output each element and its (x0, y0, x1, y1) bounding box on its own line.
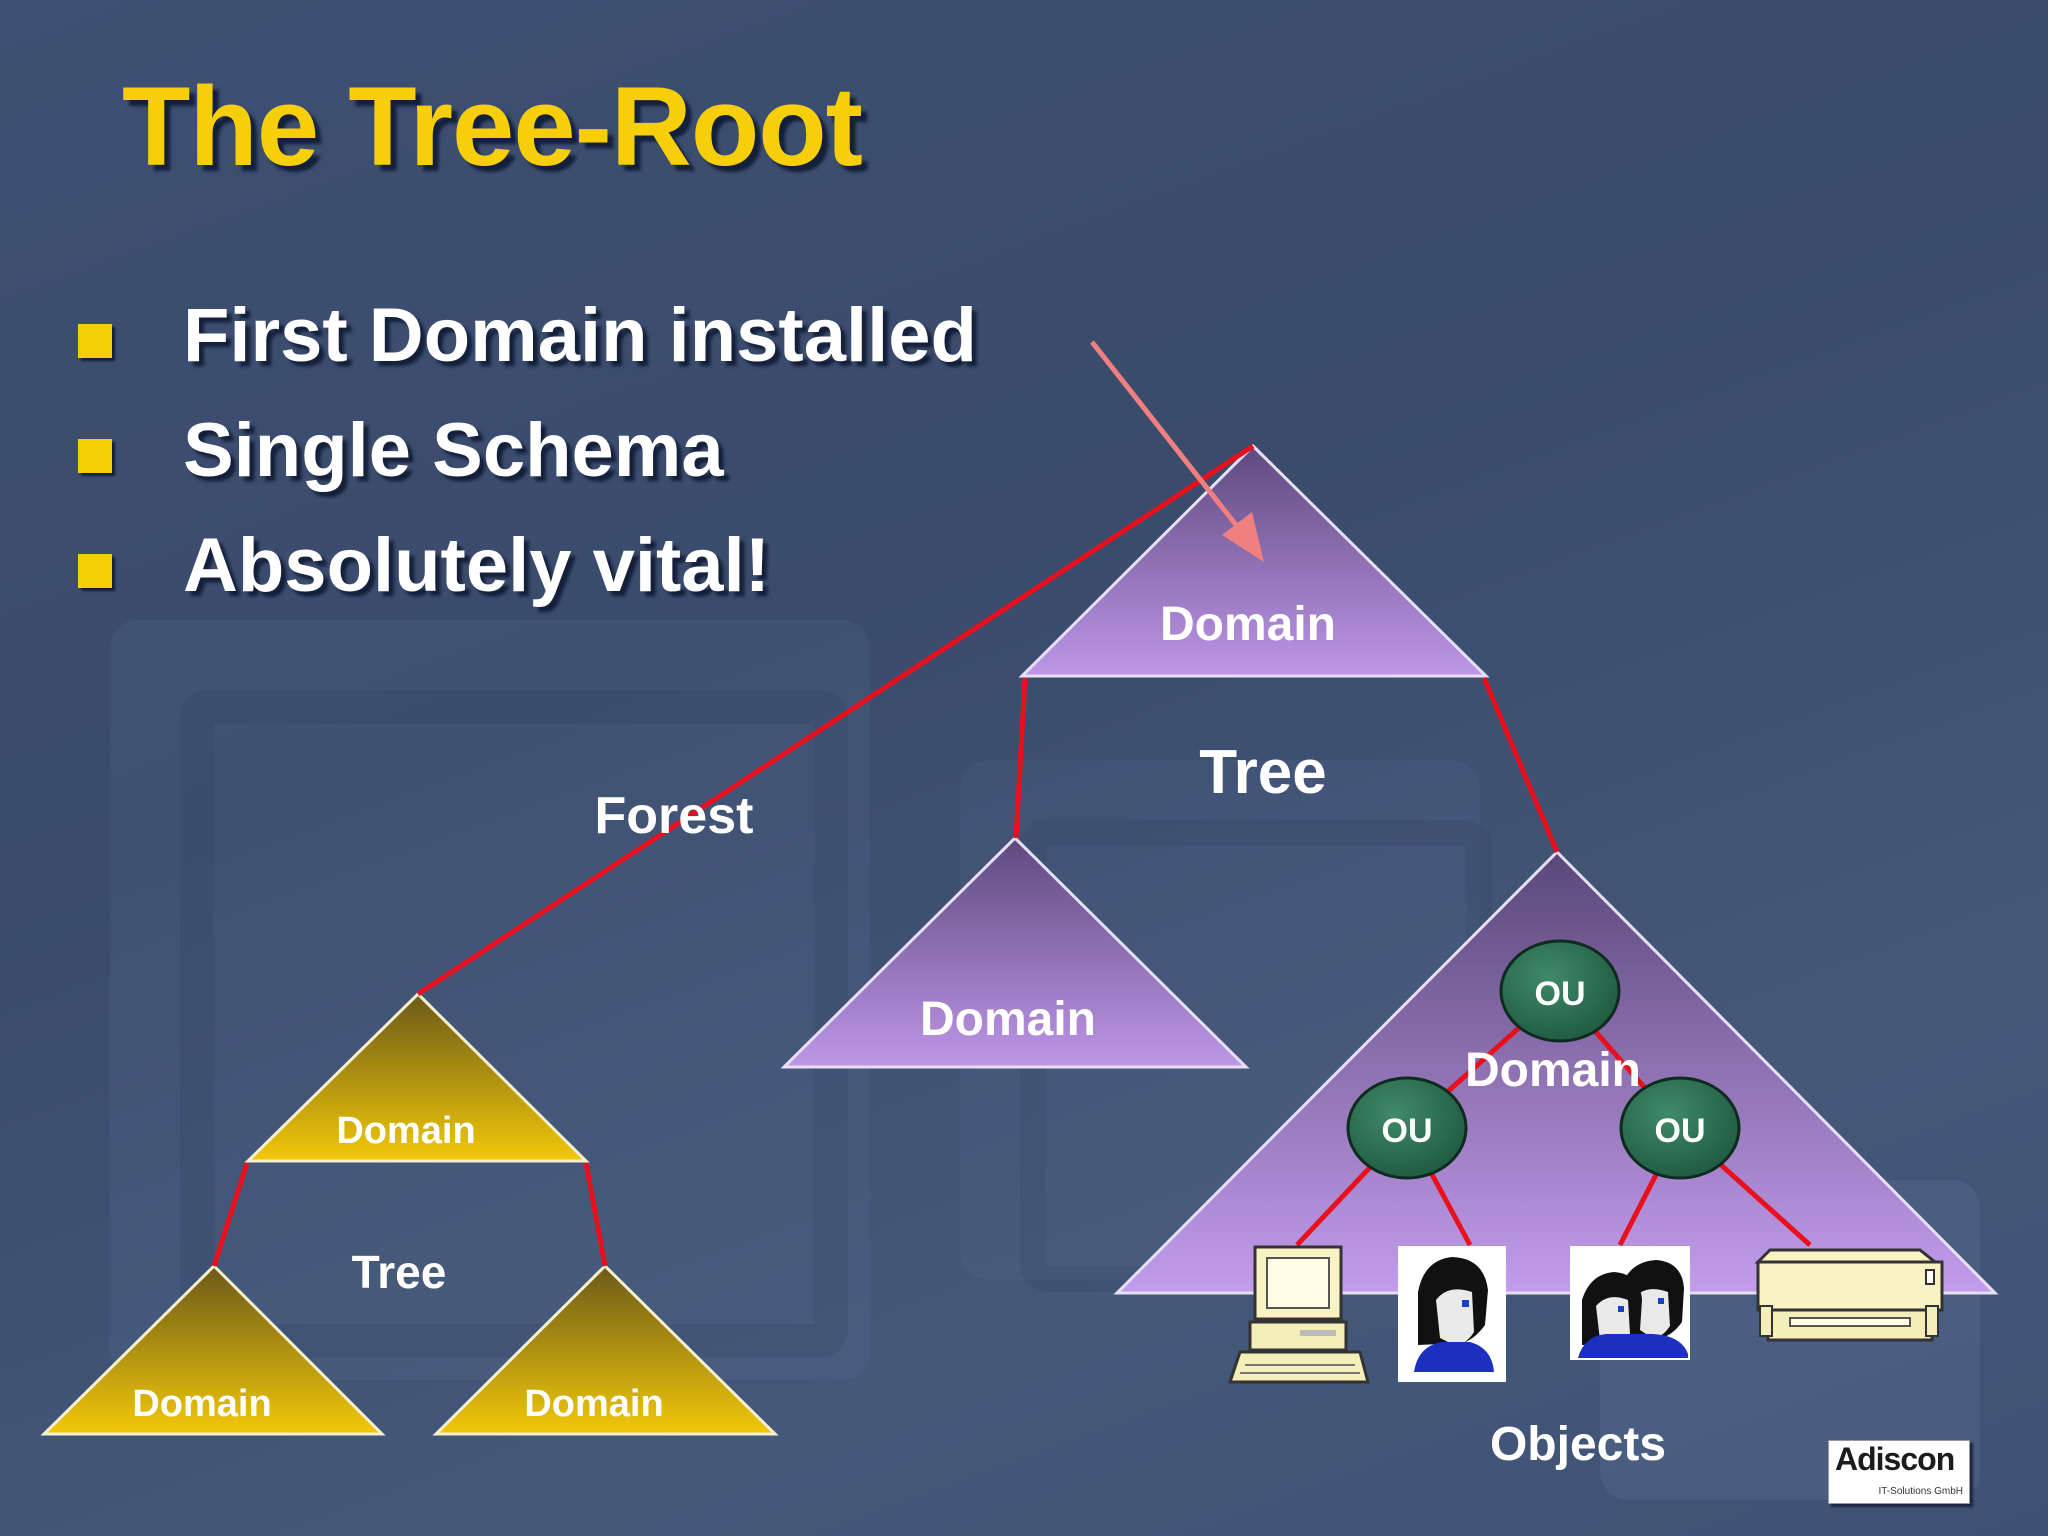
bullet-text: First Domain installed (183, 293, 977, 378)
second-tree-label: Tree (352, 1246, 447, 1298)
second-right-domain-label: Domain (524, 1383, 663, 1425)
forest-connector (416, 443, 1255, 997)
second-root-domain-label: Domain (336, 1110, 475, 1152)
ou-node: OU (1499, 939, 1621, 1043)
logo-subtitle: IT-Solutions GmbH (1878, 1486, 1963, 1497)
bullet-square-icon (78, 554, 112, 588)
tree-connector (1013, 677, 1028, 839)
slide-title: The Tree-Root (122, 64, 863, 189)
tree-connector (583, 1162, 608, 1267)
tree-connector (1481, 677, 1560, 853)
right-domain-label: Domain (1465, 1044, 1641, 1097)
adiscon-logo: Adiscon IT-Solutions GmbH (1828, 1440, 1970, 1504)
second-root-domain-triangle (244, 991, 590, 1163)
bullet-text: Absolutely vital! (183, 523, 770, 608)
root-domain-triangle (1018, 443, 1490, 678)
right-domain-triangle (1113, 849, 1999, 1295)
left-domain-triangle (780, 835, 1250, 1069)
bullet-square-icon (78, 324, 112, 358)
left-domain-label: Domain (920, 993, 1096, 1046)
objects-label: Objects (1490, 1418, 1666, 1471)
second-left-domain-triangle (40, 1263, 386, 1436)
group-icon (1570, 1246, 1690, 1360)
printer-icon (1754, 1248, 1944, 1342)
bullet-text: Single Schema (183, 408, 724, 493)
ou-label: OU (1535, 975, 1586, 1013)
forest-label: Forest (595, 787, 754, 845)
root-pointer-arrow (1090, 340, 1264, 562)
tree-connector (211, 1162, 250, 1267)
ou-node: OU (1346, 1076, 1468, 1180)
root-domain-label: Domain (1160, 598, 1336, 651)
ou-node: OU (1619, 1076, 1741, 1180)
user-icon (1398, 1246, 1506, 1382)
second-right-domain-triangle (432, 1263, 779, 1436)
ou-label: OU (1382, 1112, 1433, 1150)
computer-icon (1227, 1245, 1370, 1384)
tree-label: Tree (1199, 738, 1327, 807)
bullet-square-icon (78, 439, 112, 473)
ou-label: OU (1655, 1112, 1706, 1150)
second-left-domain-label: Domain (132, 1383, 271, 1425)
logo-name: Adiscon (1835, 1441, 1955, 1477)
